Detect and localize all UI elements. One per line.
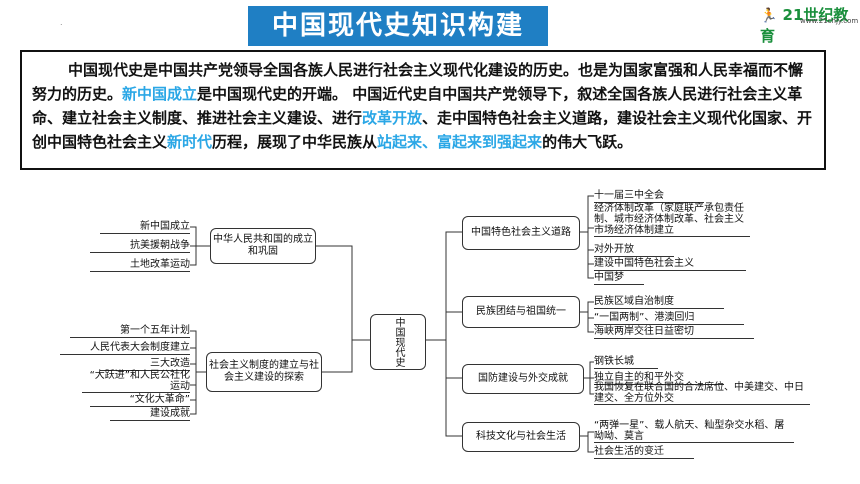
right-node-3: 国防建设与外交成就	[462, 364, 584, 394]
left-2-item-1: 第一个五年计划	[70, 324, 190, 338]
left-1-item-1: 新中国成立	[100, 220, 190, 234]
right-1-item-5: 中国梦	[594, 271, 644, 285]
left-2-item-4: “大跃进”和人民公社化运动	[82, 370, 190, 393]
connector-center-left-2	[322, 340, 353, 373]
right-node-4: 科技文化与社会生活	[462, 422, 580, 452]
right-4-item-2: 社会生活的变迁	[594, 445, 694, 459]
left-2-item-3: 三大改造	[100, 357, 190, 371]
logo-url: www.21cnjy.com	[800, 17, 859, 25]
left-node-1-label: 中华人民共和国的成立和巩固	[213, 234, 313, 257]
center-node-label: 中国现代史	[393, 317, 404, 367]
connector-center-right-3	[445, 340, 462, 379]
intro-text-1: 中国现代史是中国共产党领导全国各族人民进行社会主义现代化建设的历史。也是为国家富…	[32, 61, 804, 103]
logo-mark: 21世纪教育	[760, 6, 849, 45]
intro-text-5: 的伟大飞跃。	[542, 133, 633, 151]
connector-center-right-4	[445, 378, 462, 437]
connector-l1-c	[190, 246, 197, 266]
right-1-item-1: 十一届三中全会	[594, 189, 704, 203]
left-2-item-5: “文化大革命”	[90, 393, 190, 407]
intro-text-2: 是中国现代史的开端。 中国近代史自中国共产党领导下，叙述全国各族人民进行社会主义…	[32, 85, 803, 127]
intro-highlight-4: 站起来、富起来到强起来	[377, 133, 543, 151]
right-node-3-label: 国防建设与外交成就	[478, 373, 568, 384]
right-1-item-2: 经济体制改革（家庭联产承包责任制、城市经济体制改革、社会主义市场经济体制建立	[594, 203, 750, 237]
intro-highlight-3: 新时代	[167, 133, 213, 151]
right-1-item-4: 建设中国特色社会主义	[594, 257, 746, 271]
right-node-1-label: 中国特色社会主义道路	[471, 227, 571, 238]
left-1-item-2: 抗美援朝战争	[90, 239, 190, 253]
left-node-2: 社会主义制度的建立与社会主义建设的探索	[206, 352, 322, 392]
connector-center-right-1	[426, 231, 462, 341]
left-node-1: 中华人民共和国的成立和巩固	[210, 228, 316, 264]
connector-l2	[190, 330, 206, 373]
right-2-item-1: 民族区域自治制度	[594, 295, 724, 309]
right-4-item-1: “两弹一星”、载人航天、籼型杂交水稻、屠呦呦、莫言	[594, 420, 794, 443]
intro-text-4: 历程，展现了中华民族从	[212, 133, 378, 151]
left-2-item-6: 建设成就	[110, 407, 190, 421]
logo: 🏃 21世纪教育 www.21cnjy.com	[760, 4, 859, 45]
decor-dot: .	[60, 18, 63, 27]
connector-l1-a	[190, 226, 210, 247]
intro-text-3: 、走中国特色社会主义道路，建设社会主义现代化国家、开创中国特色社会主义	[32, 109, 813, 151]
connector-center-left-1	[316, 245, 370, 341]
center-node: 中国现代史	[370, 314, 426, 370]
right-3-item-1: 钢铁长城	[594, 355, 658, 369]
right-node-4-label: 科技文化与社会生活	[476, 431, 566, 442]
intro-paragraph: 中国现代史是中国共产党领导全国各族人民进行社会主义现代化建设的历史。也是为国家富…	[20, 50, 826, 170]
intro-highlight-2: 改革开放	[362, 109, 423, 127]
right-2-item-2: “一国两制”、港澳回归	[594, 311, 744, 325]
right-node-1: 中国特色社会主义道路	[462, 216, 580, 250]
right-2-item-3: 海峡两岸交往日益密切	[594, 325, 754, 339]
right-node-2-label: 民族团结与祖国统一	[476, 306, 566, 317]
page-title: 中国现代史知识构建	[248, 6, 548, 46]
right-3-item-2: 独立自主的和平外交	[594, 371, 724, 385]
left-1-item-3: 土地改革运动	[90, 258, 190, 272]
right-node-2: 民族团结与祖国统一	[462, 296, 580, 328]
left-node-2-label: 社会主义制度的建立与社会主义建设的探索	[209, 360, 319, 383]
logo-runner-icon: 🏃	[760, 8, 778, 24]
intro-highlight-1: 新中国成立	[122, 85, 198, 103]
right-1-item-3: 对外开放	[594, 243, 674, 257]
right-3-item-3: 我国恢复在联合国的合法席位、中美建交、中日建交、全方位外交	[594, 382, 810, 405]
left-2-item-2: 人民代表大会制度建立	[60, 341, 190, 355]
